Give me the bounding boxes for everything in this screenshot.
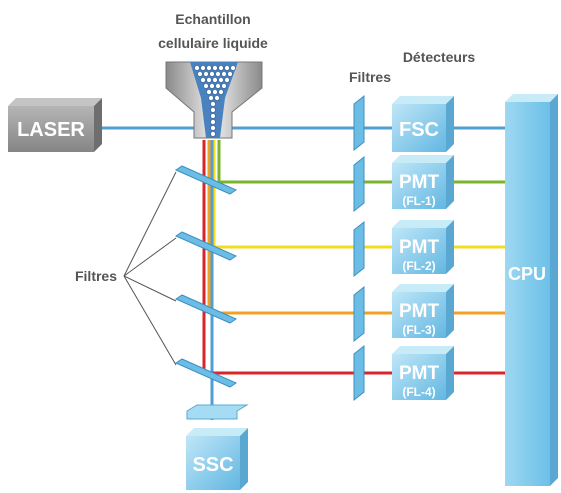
ssc-filter	[186, 404, 249, 420]
pmt-fl4-channel: (FL-4)	[402, 385, 435, 399]
mirror-2	[174, 231, 238, 261]
filters-header: Filtres	[349, 69, 391, 85]
fl4-filter	[353, 344, 365, 402]
pmt-fl2: PMT (FL-2)	[392, 220, 454, 274]
cpu-label: CPU	[508, 264, 546, 284]
pmt-fl3-channel: (FL-3)	[402, 323, 435, 337]
pmt-fl3: PMT (FL-3)	[392, 284, 454, 338]
pmt-fl4: PMT (FL-4)	[392, 346, 454, 400]
beams	[95, 126, 545, 420]
cell-particles	[194, 65, 236, 137]
fsc-label: FSC	[399, 119, 439, 141]
mirror-1	[174, 165, 238, 195]
mirror-3	[174, 294, 238, 324]
ssc-detector: SSC	[186, 428, 248, 490]
laser-label: LASER	[17, 119, 85, 141]
sample-funnel	[165, 61, 263, 139]
pmt-fl2-channel: (FL-2)	[402, 259, 435, 273]
fsc-filter	[353, 94, 365, 152]
dichroic-mirrors	[174, 165, 238, 388]
fl3-filter	[353, 285, 365, 343]
detectors-header: Détecteurs	[403, 49, 476, 65]
pmt-fl3-name: PMT	[399, 301, 440, 322]
fl1-filter	[353, 155, 365, 213]
pmt-fl1-channel: (FL-1)	[402, 194, 435, 208]
cpu-unit: CPU	[505, 94, 558, 486]
sample-label-line1: Echantillon	[175, 11, 250, 27]
pmt-fl2-name: PMT	[399, 237, 440, 258]
fl2-filter	[353, 220, 365, 278]
sample-label-line2: cellulaire liquide	[158, 35, 268, 51]
detector-filters	[353, 94, 365, 402]
mirror-4	[174, 358, 238, 388]
pmt-fl1: PMT (FL-1)	[392, 155, 454, 209]
fsc-detector: FSC	[392, 96, 454, 152]
laser-box: LASER	[8, 98, 102, 152]
ssc-label: SSC	[192, 454, 233, 476]
filters-callout-lines	[123, 171, 177, 366]
left-filters-label: Filtres	[75, 268, 117, 284]
pmt-fl4-name: PMT	[399, 363, 440, 384]
pmt-fl1-name: PMT	[399, 172, 440, 193]
